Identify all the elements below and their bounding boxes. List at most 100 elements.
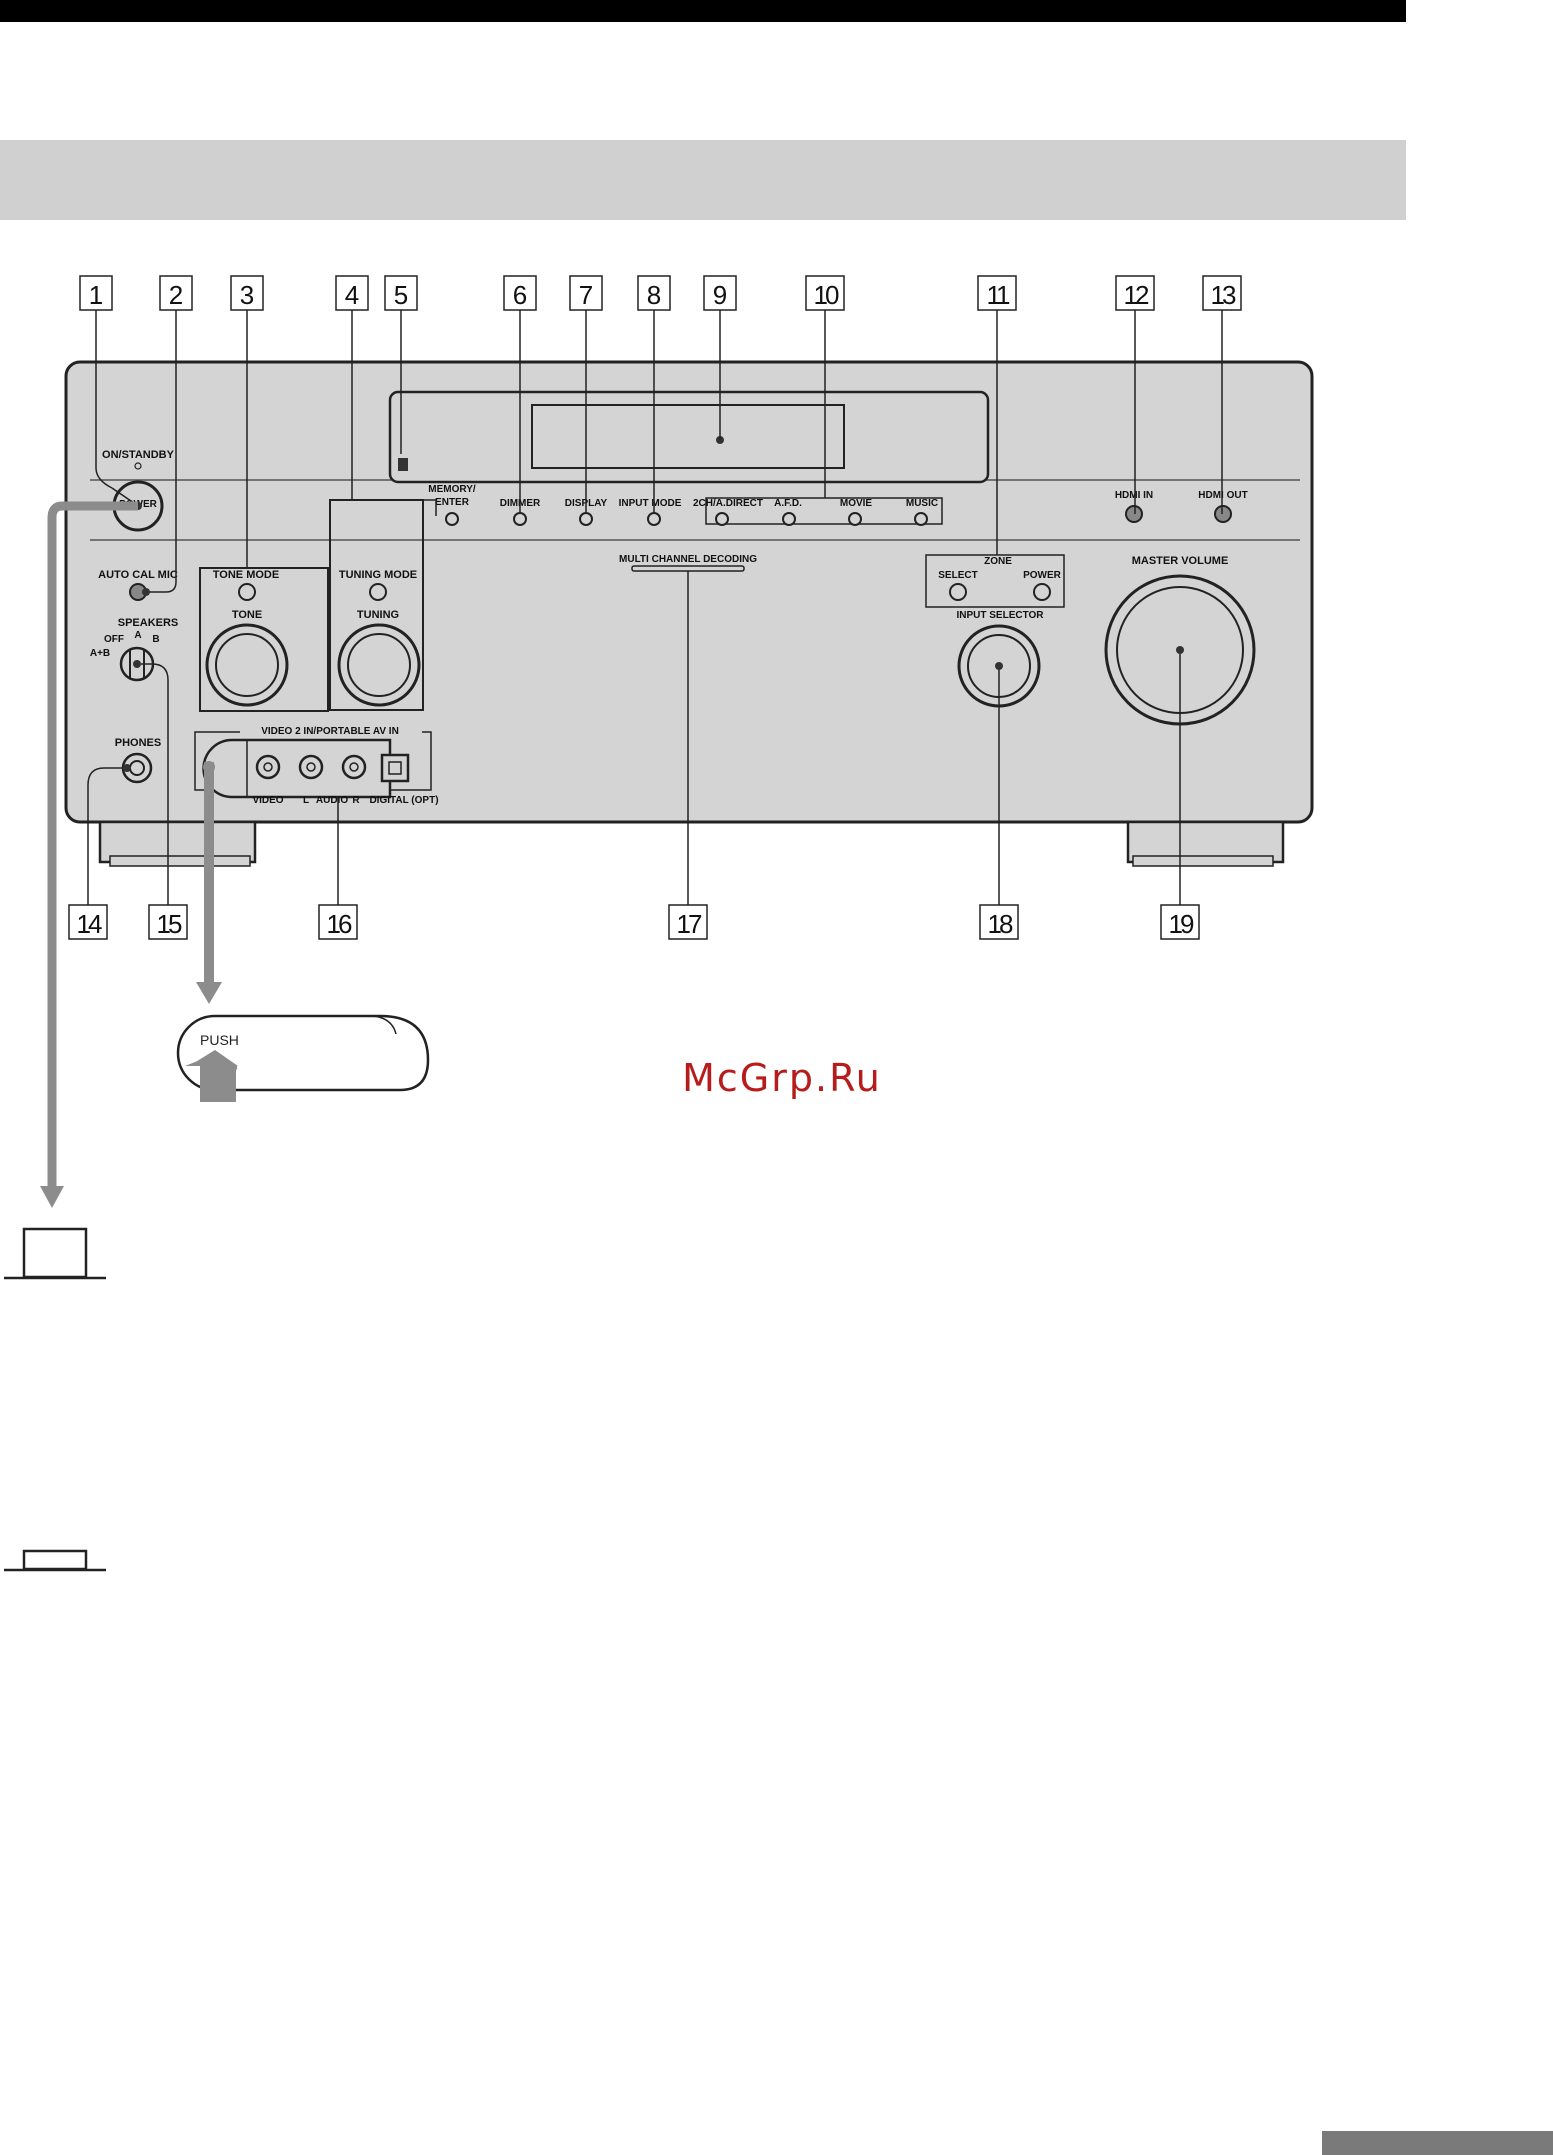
tuning-mode-label: TUNING MODE <box>339 569 417 581</box>
callout-16-number: 16 <box>327 909 352 939</box>
callout-19: 19 <box>1160 904 1200 940</box>
section-header-band <box>0 140 1406 220</box>
callout-7: 7 <box>569 275 603 311</box>
speakers-a-label: A <box>134 630 141 641</box>
push-label: PUSH <box>200 1032 239 1048</box>
button-state-insets <box>4 1227 106 1572</box>
callout-11: 11 <box>977 275 1017 311</box>
audio-r-label: R <box>352 795 360 806</box>
music-button[interactable] <box>914 512 928 526</box>
watermark-text: McGrp.Ru <box>682 1056 882 1100</box>
video-label: VIDEO <box>252 795 283 806</box>
callout-12-number: 12 <box>1124 280 1149 310</box>
push-door-inset: PUSH <box>176 1014 430 1102</box>
enter-label: ENTER <box>435 497 470 508</box>
callout-4: 4 <box>335 275 369 311</box>
callout-18-number: 18 <box>988 909 1013 939</box>
phones-label: PHONES <box>115 737 161 749</box>
callout-10-number: 10 <box>814 280 839 310</box>
callout-2-number: 2 <box>169 280 183 310</box>
speakers-ab-label: A+B <box>90 648 110 659</box>
callout-18: 18 <box>979 904 1019 940</box>
callout-8-number: 8 <box>647 280 661 310</box>
digital-opt-label: DIGITAL (OPT) <box>369 795 438 806</box>
callout-3: 3 <box>230 275 264 311</box>
callout-19-number: 19 <box>1169 909 1194 939</box>
callout-16: 16 <box>318 904 358 940</box>
dimmer-button[interactable] <box>513 512 527 526</box>
callout-6: 6 <box>503 275 537 311</box>
zone-select-button[interactable] <box>949 583 967 601</box>
tone-label: TONE <box>232 609 262 621</box>
hdmi-in-button[interactable] <box>1125 505 1143 523</box>
master-volume-label: MASTER VOLUME <box>1132 555 1229 567</box>
afd-label: A.F.D. <box>774 498 802 509</box>
afd-button[interactable] <box>782 512 796 526</box>
tuning-label: TUNING <box>357 609 399 621</box>
callout-12: 12 <box>1115 275 1155 311</box>
callout-1: 1 <box>79 275 113 311</box>
callout-9: 9 <box>703 275 737 311</box>
hdmi-out-label: HDMI OUT <box>1198 490 1247 501</box>
input-selector-label: INPUT SELECTOR <box>956 610 1044 621</box>
power-arrow-head <box>40 1186 64 1208</box>
callout-5: 5 <box>384 275 418 311</box>
hdmi-in-label: HDMI IN <box>1115 490 1153 501</box>
movie-button[interactable] <box>848 512 862 526</box>
speakers-b-label: B <box>152 634 159 645</box>
leader-lines <box>87 310 1223 905</box>
zone-power-label: POWER <box>1023 570 1062 581</box>
zone-power-button[interactable] <box>1033 583 1051 601</box>
gray-arrows <box>40 501 222 1208</box>
2ch-direct-label: 2CH/A.DIRECT <box>693 498 763 509</box>
callout-9-number: 9 <box>713 280 727 310</box>
callout-14: 14 <box>68 904 108 940</box>
tone-mode-button[interactable] <box>238 583 256 601</box>
button-released-inset <box>4 1227 106 1280</box>
callout-6-number: 6 <box>513 280 527 310</box>
callout-10: 10 <box>805 275 845 311</box>
memory-label: MEMORY/ <box>428 484 476 495</box>
top-black-bar <box>0 0 1406 22</box>
input-mode-button[interactable] <box>647 512 661 526</box>
callout-5-number: 5 <box>394 280 408 310</box>
callout-7-number: 7 <box>579 280 593 310</box>
on-standby-label: ON/STANDBY <box>102 449 175 461</box>
callout-8: 8 <box>637 275 671 311</box>
movie-label: MOVIE <box>840 498 873 509</box>
callout-17-number: 17 <box>677 909 702 939</box>
callout-17: 17 <box>668 904 708 940</box>
music-label: MUSIC <box>906 498 938 509</box>
callout-1-number: 1 <box>89 280 103 310</box>
auto-cal-mic-label: AUTO CAL MIC <box>98 569 178 581</box>
audio-label: AUDIO <box>316 795 348 806</box>
2ch-direct-button[interactable] <box>715 512 729 526</box>
memory-enter-button[interactable] <box>445 512 459 526</box>
push-down-arrow-head <box>196 982 222 1004</box>
zone-select-label: SELECT <box>938 570 977 581</box>
callout-14-number: 14 <box>77 909 102 939</box>
zone-label: ZONE <box>984 556 1012 567</box>
page-corner-tab <box>1322 2131 1553 2155</box>
callout-15-number: 15 <box>157 909 182 939</box>
callout-3-number: 3 <box>240 280 254 310</box>
callout-13-number: 13 <box>1211 280 1236 310</box>
callout-11-number: 11 <box>987 280 1011 310</box>
multi-channel-indicator <box>631 565 745 572</box>
callout-13: 13 <box>1202 275 1242 311</box>
hdmi-out-button[interactable] <box>1214 505 1232 523</box>
tuning-mode-button[interactable] <box>369 583 387 601</box>
callout-4-number: 4 <box>345 280 359 310</box>
audio-l-label: L <box>303 795 309 806</box>
speakers-off-label: OFF <box>104 634 124 645</box>
callout-15: 15 <box>148 904 188 940</box>
tone-mode-label: TONE MODE <box>213 569 279 581</box>
display-button[interactable] <box>579 512 593 526</box>
button-pressed-inset <box>4 1549 106 1572</box>
input-mode-label: INPUT MODE <box>619 498 682 509</box>
callout-boxes: 1 2 3 4 5 6 7 8 9 10 11 12 13 14 15 16 1… <box>68 275 1242 940</box>
video2-in-label: VIDEO 2 IN/PORTABLE AV IN <box>261 726 399 737</box>
speakers-label: SPEAKERS <box>118 617 179 629</box>
callout-2: 2 <box>159 275 193 311</box>
